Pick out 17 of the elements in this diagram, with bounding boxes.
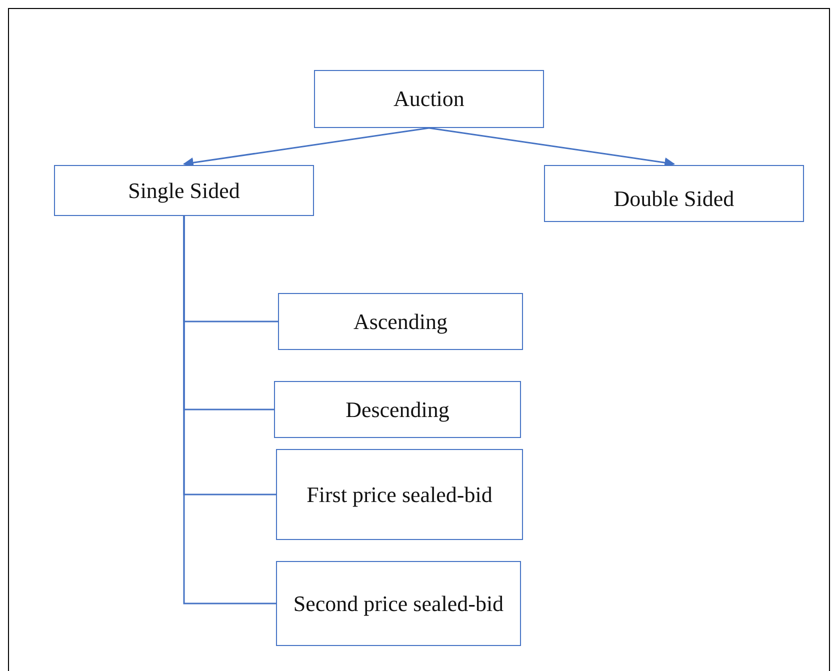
node-label: First price sealed-bid (306, 480, 492, 509)
type-box (276, 561, 521, 646)
arrow (182, 127, 430, 168)
type-box (274, 381, 521, 438)
node-label: Single Sided (128, 176, 240, 205)
connector-line (183, 216, 276, 604)
type-box (278, 293, 523, 350)
category-box (54, 165, 314, 216)
node-label: Auction (394, 85, 464, 114)
node-label: Double Sided (614, 184, 734, 213)
arrow (428, 127, 676, 168)
node-label: Ascending (353, 308, 448, 336)
node-label: Second price sealed-bid (293, 590, 504, 618)
category-box (544, 165, 804, 222)
root-box (314, 70, 544, 128)
node-label: Descending (346, 396, 450, 424)
type-box (276, 449, 523, 540)
